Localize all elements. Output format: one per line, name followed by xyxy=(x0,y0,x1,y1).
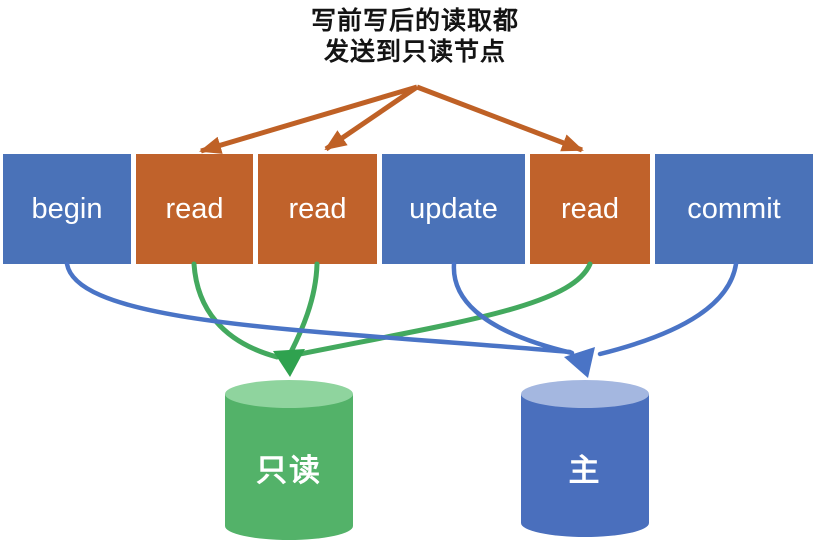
write-flow-arrows xyxy=(64,261,739,357)
write-flow-from-commit xyxy=(597,261,739,357)
read-flow-from-read-3 xyxy=(297,261,593,357)
read-flow-from-read-2 xyxy=(288,261,320,355)
timeline-box-label: read xyxy=(288,192,347,225)
readonly-node-label: 只读 xyxy=(256,452,322,488)
primary-cylinder-icon xyxy=(521,380,649,537)
timeline-box-read-4: read xyxy=(530,154,650,264)
readonly-node: 只读 xyxy=(225,380,353,540)
write-flow-from-update xyxy=(451,261,575,356)
annotation-arrows xyxy=(199,84,584,154)
timeline-box-update-3: update xyxy=(382,154,525,264)
timeline-box-read-2: read xyxy=(258,154,377,264)
write-flow-arrowhead-icon xyxy=(564,347,595,378)
read-flow-arrowhead-icon xyxy=(273,349,305,377)
timeline-box-label: commit xyxy=(687,192,781,225)
timeline-box-label: begin xyxy=(31,192,103,225)
timeline-box-label: update xyxy=(409,192,498,225)
annotation-line-2: 发送到只读节点 xyxy=(323,38,506,66)
timeline-box-read-1: read xyxy=(136,154,253,264)
primary-node-label: 主 xyxy=(568,452,602,488)
annotation-line-1: 写前写后的读取都 xyxy=(310,7,519,35)
read-flow-from-read-1 xyxy=(191,261,280,360)
write-flow-from-begin xyxy=(64,261,573,355)
timeline-box-commit-5: commit xyxy=(655,154,813,264)
readonly-cylinder-icon xyxy=(225,380,353,540)
annotation-arrow-to-read-3 xyxy=(416,84,584,153)
primary-node: 主 xyxy=(521,380,649,540)
timeline-box-label: read xyxy=(560,192,620,225)
annotation-title: 写前写后的读取都 发送到只读节点 xyxy=(0,6,830,68)
annotation-arrow-to-read-2 xyxy=(324,84,419,152)
read-flow-arrows xyxy=(191,261,593,360)
transaction-timeline: begin read read update read commit xyxy=(3,154,813,264)
annotation-arrow-to-read-1 xyxy=(199,84,418,154)
timeline-box-begin-0: begin xyxy=(3,154,131,264)
timeline-box-label: read xyxy=(165,192,224,225)
